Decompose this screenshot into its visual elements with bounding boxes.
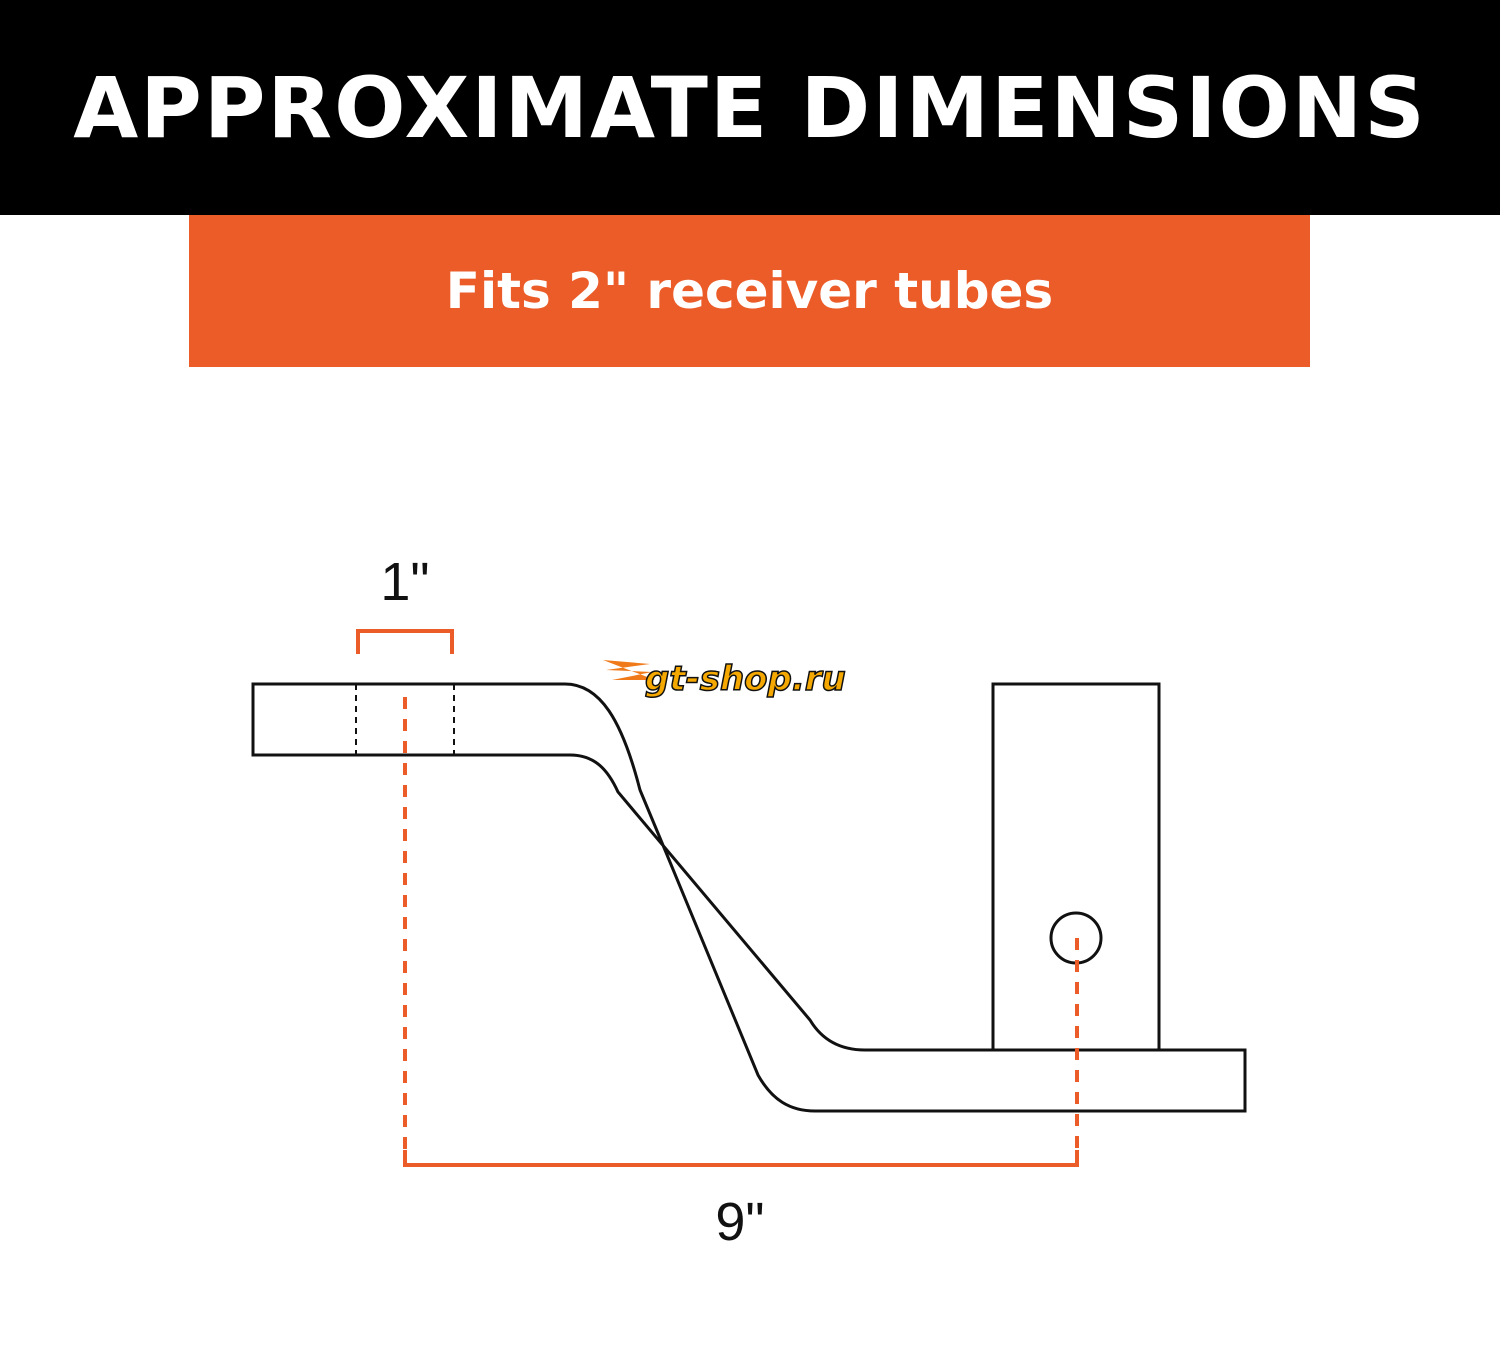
hole-width-bracket	[356, 629, 454, 654]
hole-width-label: 1"	[380, 552, 429, 612]
subtitle-text: Fits 2" receiver tubes	[445, 262, 1054, 320]
page-title: APPROXIMATE DIMENSIONS	[73, 58, 1427, 157]
subtitle-banner: Fits 2" receiver tubes	[189, 215, 1310, 367]
dimension-lines	[356, 629, 1079, 1167]
ball-mount-outline	[251, 682, 1247, 1113]
watermark-logo: gt-shop.ru	[603, 658, 846, 700]
receiver-shank	[991, 682, 1161, 1052]
svg-text:gt-shop.ru: gt-shop.ru	[645, 659, 846, 699]
header-banner: APPROXIMATE DIMENSIONS	[0, 0, 1500, 215]
length-label: 9"	[715, 1192, 764, 1252]
shank-outline	[251, 682, 1247, 1113]
length-bracket	[403, 1150, 1079, 1167]
